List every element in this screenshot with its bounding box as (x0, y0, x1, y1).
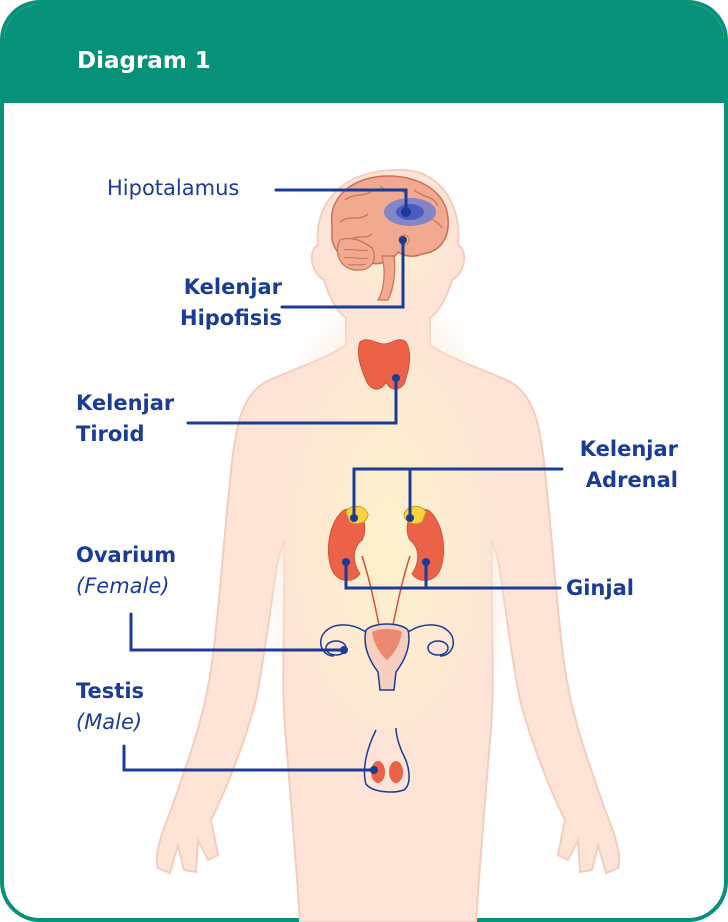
label-testis: Testis (Male) (76, 676, 144, 738)
label-tiroid-line1: Kelenjar (76, 388, 174, 419)
label-testis-note: (Male) (76, 707, 144, 738)
label-ovarium-title: Ovarium (76, 540, 176, 571)
label-ginjal: Ginjal (566, 573, 634, 604)
label-tiroid-line2: Tiroid (76, 419, 174, 450)
label-testis-title: Testis (76, 676, 144, 707)
label-hipotalamus: Hipotalamus (107, 173, 239, 204)
label-adrenal-line2: Adrenal (548, 465, 678, 496)
label-hipofisis-line1: Kelenjar (150, 272, 282, 303)
label-hipofisis-line2: Hipofisis (150, 303, 282, 334)
label-adrenal: Kelenjar Adrenal (548, 434, 678, 496)
label-tiroid: Kelenjar Tiroid (76, 388, 174, 450)
label-ovarium-note: (Female) (76, 571, 176, 602)
label-hipofisis: Kelenjar Hipofisis (150, 272, 282, 334)
label-ovarium: Ovarium (Female) (76, 540, 176, 602)
label-adrenal-line1: Kelenjar (548, 434, 678, 465)
